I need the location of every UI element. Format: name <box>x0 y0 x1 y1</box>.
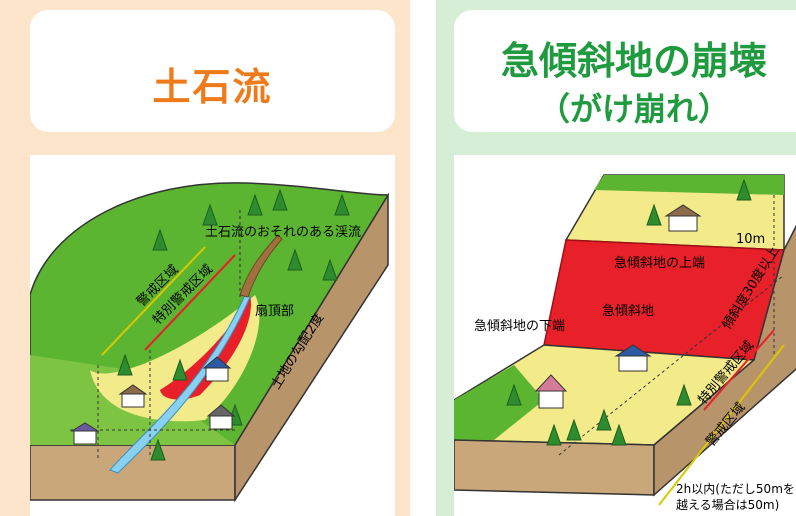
steep-slope-label: 急傾斜地 <box>602 304 654 319</box>
debris-flow-panel: 土石流 <box>0 0 410 516</box>
trees <box>117 188 350 461</box>
distance-note-line2: 越える場合は50m) <box>676 497 779 512</box>
houses <box>534 204 702 409</box>
soil-front-face <box>454 439 655 496</box>
houses <box>70 356 236 445</box>
lower-grass <box>454 365 544 440</box>
guide-line-2 <box>558 274 785 456</box>
cliff-collapse-diagram: 急傾斜地の上端 急傾斜地 急傾斜地の下端 10m 傾斜度30度以上 特別警戒区域… <box>454 174 796 512</box>
cliff-collapse-illustration: 急傾斜地の上端 急傾斜地 急傾斜地の下端 10m 傾斜度30度以上 特別警戒区域… <box>454 155 796 516</box>
cliff-collapse-title-box: 急傾斜地の崩壊 （がけ崩れ） <box>454 10 796 132</box>
special-zone-arrow <box>144 254 236 351</box>
debris-flow-diagram: 土石流のおそれのある渓流 扇頂部 土地の勾配2度 警戒区域 特別警戒区域 <box>30 182 390 503</box>
soil-side-face <box>653 224 796 497</box>
upper-grass <box>594 175 784 195</box>
fan-apex-label: 扇頂部 <box>255 303 294 319</box>
debris-flow-title-box: 土石流 <box>30 10 395 132</box>
special-zone-arrow <box>703 329 775 411</box>
stream-label: 土石流のおそれのある渓流 <box>205 225 361 240</box>
trees <box>506 178 752 446</box>
warning-zone-arrow <box>658 344 785 506</box>
cliff-collapse-panel: 急傾斜地の崩壊 （がけ崩れ） <box>436 0 796 516</box>
debris-flow-title: 土石流 <box>152 65 273 109</box>
lower-edge-label: 急傾斜地の下端 <box>474 319 565 334</box>
upper-edge-label: 急傾斜地の上端 <box>614 256 705 271</box>
ten-m-label: 10m <box>736 232 765 247</box>
debris-flow-illustration: 土石流のおそれのある渓流 扇頂部 土地の勾配2度 警戒区域 特別警戒区域 <box>30 155 395 516</box>
cliff-collapse-title: 急傾斜地の崩壊 <box>500 39 767 83</box>
ravine <box>239 234 283 298</box>
distance-note-line1: 2h以内(ただし50mを <box>676 482 795 496</box>
cliff-collapse-subtitle: （がけ崩れ） <box>537 90 730 128</box>
warning-zone-arrow <box>101 246 206 356</box>
